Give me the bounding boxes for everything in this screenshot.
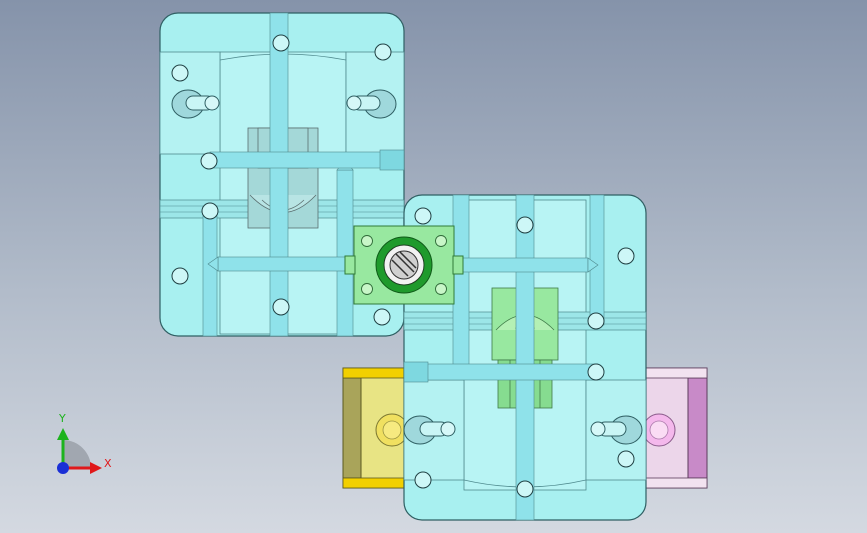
left-slider-block[interactable] (342, 367, 409, 489)
sprue-bushing-icon[interactable] (344, 225, 464, 305)
right-slider-block[interactable] (642, 367, 708, 489)
moving-mold-plate[interactable] (403, 194, 647, 521)
x-axis-label: X (104, 457, 112, 470)
y-axis-label: Y (59, 412, 66, 425)
coordinate-triad-icon (57, 428, 102, 474)
fixed-mold-plate[interactable] (159, 12, 405, 337)
